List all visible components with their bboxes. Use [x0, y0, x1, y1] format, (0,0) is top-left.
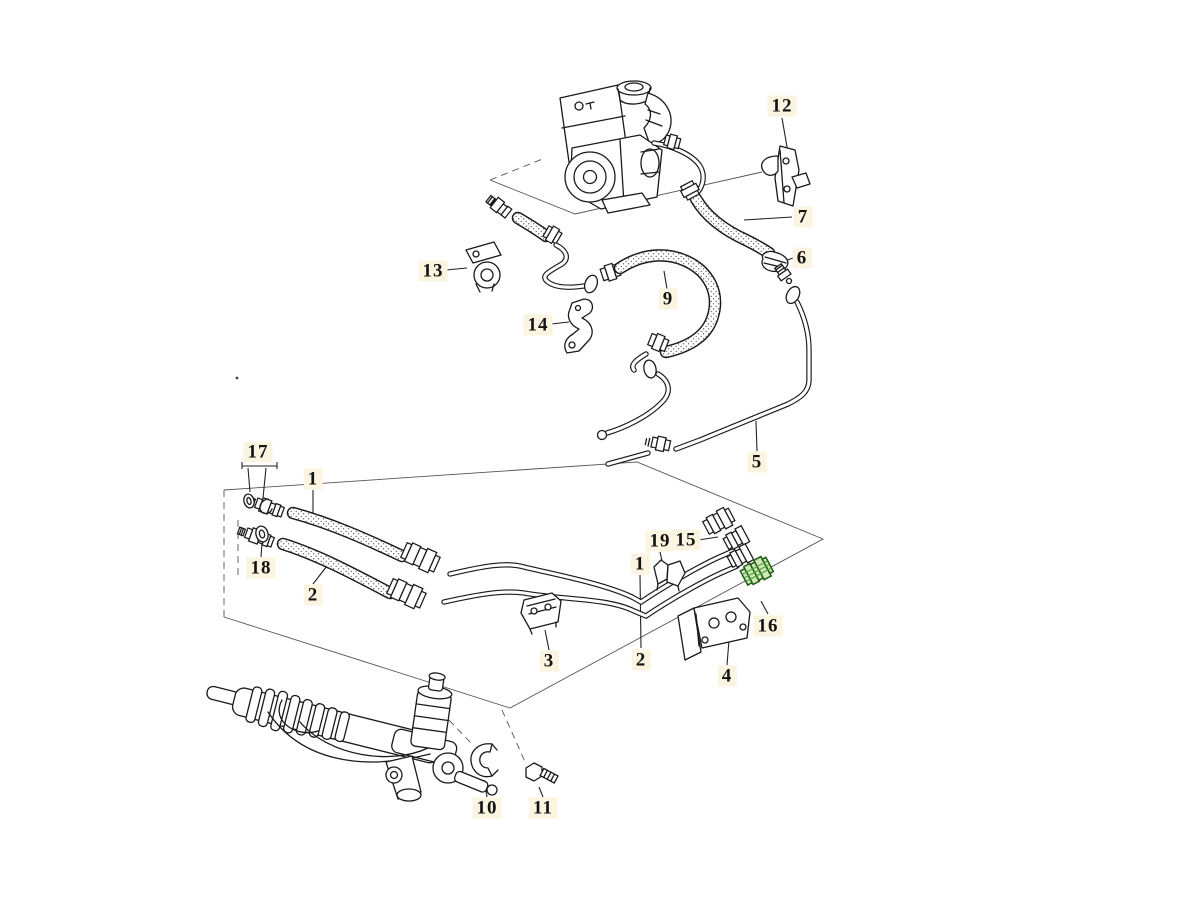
sealing-ring-18 — [255, 525, 269, 543]
fitting-15 — [701, 506, 736, 536]
panel-outline — [223, 157, 825, 765]
clip-19 — [653, 559, 686, 592]
callout-4[interactable]: 4 — [717, 665, 737, 687]
line-fitting — [662, 133, 682, 151]
callout-6[interactable]: 6 — [792, 247, 812, 269]
steering-rack — [206, 672, 498, 802]
bolt-11 — [525, 762, 559, 784]
pinion-tower — [410, 672, 453, 751]
sealing-rings-17 — [243, 493, 273, 515]
callout-7[interactable]: 7 — [793, 206, 813, 228]
bracket-12 — [761, 145, 811, 207]
fitting-16-highlighted — [739, 555, 775, 587]
callout-1-mid[interactable]: 1 — [630, 553, 650, 575]
power-steering-pump — [559, 80, 672, 214]
callout-12[interactable]: 12 — [767, 95, 797, 117]
line-clamp-3 — [520, 592, 562, 635]
callout-1-left[interactable]: 1 — [303, 468, 323, 490]
callout-5[interactable]: 5 — [747, 451, 767, 473]
callout-13[interactable]: 13 — [418, 260, 448, 282]
pressure-line-5 — [605, 262, 812, 467]
leader-lines — [241, 117, 794, 798]
hose-1 — [246, 496, 441, 574]
line-bracket-4 — [677, 597, 751, 661]
pressure-hose-9 — [485, 194, 715, 441]
callout-10[interactable]: 10 — [472, 797, 502, 819]
callout-2-left[interactable]: 2 — [303, 584, 323, 606]
callout-3[interactable]: 3 — [539, 650, 559, 672]
callout-16[interactable]: 16 — [753, 615, 783, 637]
callout-2-mid[interactable]: 2 — [631, 649, 651, 671]
rigid-lines-pair — [444, 524, 755, 616]
stray-dot — [235, 376, 239, 380]
bracket-14 — [564, 298, 594, 354]
retaining-clip-10 — [470, 743, 499, 778]
callout-11[interactable]: 11 — [529, 797, 557, 819]
callout-19[interactable]: 19 — [645, 530, 675, 552]
callout-15[interactable]: 15 — [671, 529, 701, 551]
callout-14[interactable]: 14 — [523, 314, 553, 336]
return-hose-7 — [679, 179, 769, 253]
clamp-13 — [465, 241, 502, 293]
callout-9[interactable]: 9 — [658, 288, 678, 310]
callout-17[interactable]: 17 — [243, 441, 273, 463]
callout-18[interactable]: 18 — [246, 557, 276, 579]
